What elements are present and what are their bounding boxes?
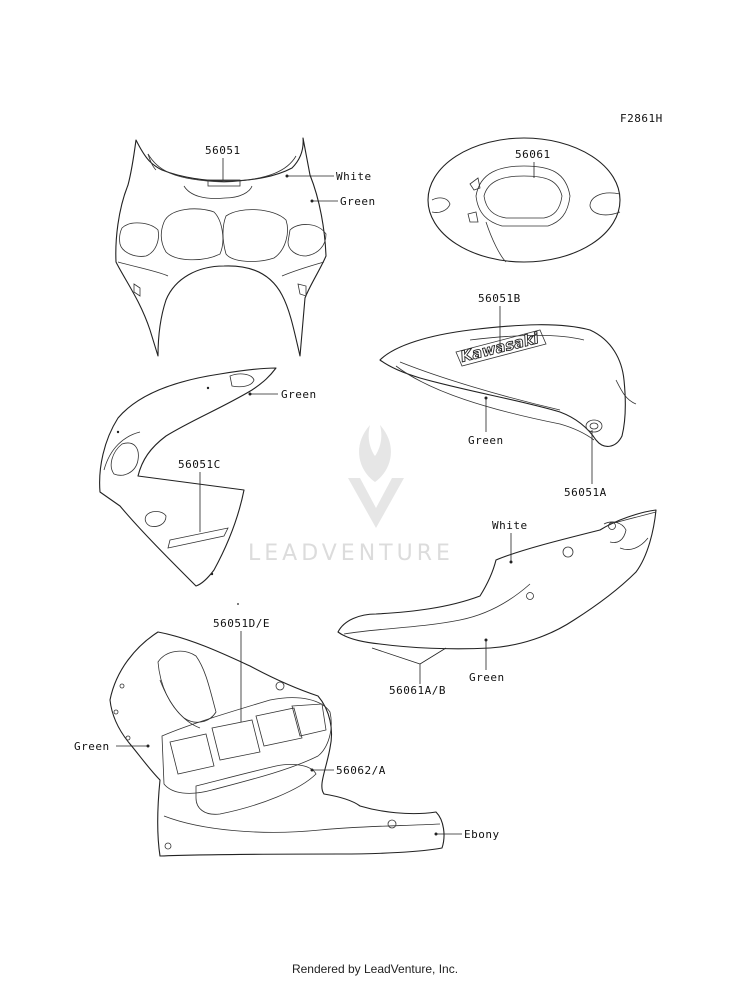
fuel-tank-drawing: Kawasaki [379,324,637,447]
label-56051: 56051 [205,144,241,157]
callout-56061ab: White Green 56061A/B [371,519,528,697]
label-green-inner-fairing: Green [281,388,317,401]
label-green-side-cover: Green [469,671,505,684]
label-white-windshield: White [336,170,372,183]
label-ebony-lower-fairing: Ebony [464,828,500,841]
label-56051de: 56051D/E [213,617,270,630]
label-green-windshield: Green [340,195,376,208]
callout-56051c: Green 56051C [178,388,317,532]
watermark-text: LEADVENTURE [248,541,454,566]
label-56051c: 56051C [178,458,221,471]
label-56061ab: 56061A/B [389,684,446,697]
footer-credit: Rendered by LeadVenture, Inc. [291,962,459,976]
upper-cowl-drawing [115,137,327,357]
callout-56051: 56051 White Green [205,144,376,208]
label-56051b: 56051B [478,292,521,305]
inner-fairing-drawing [99,367,277,587]
label-white-side-cover: White [492,519,528,532]
side-cover-drawing [337,509,657,650]
figure-code: F2861H [620,112,663,125]
label-56051a: 56051A [564,486,607,499]
label-56061: 56061 [515,148,551,161]
lower-fairing-drawing [109,631,445,857]
callout-56051b: 56051B Green 56051A [468,292,607,499]
callout-56051de: 56051D/E Green 56062/A Ebony [74,617,500,841]
callout-56061: 56061 [515,148,551,178]
label-green-lower-fairing: Green [74,740,110,753]
label-green-tank: Green [468,434,504,447]
seat-cowl-drawing [427,137,621,263]
label-56062a: 56062/A [336,764,386,777]
watermark: LEADVENTURE [248,425,454,566]
